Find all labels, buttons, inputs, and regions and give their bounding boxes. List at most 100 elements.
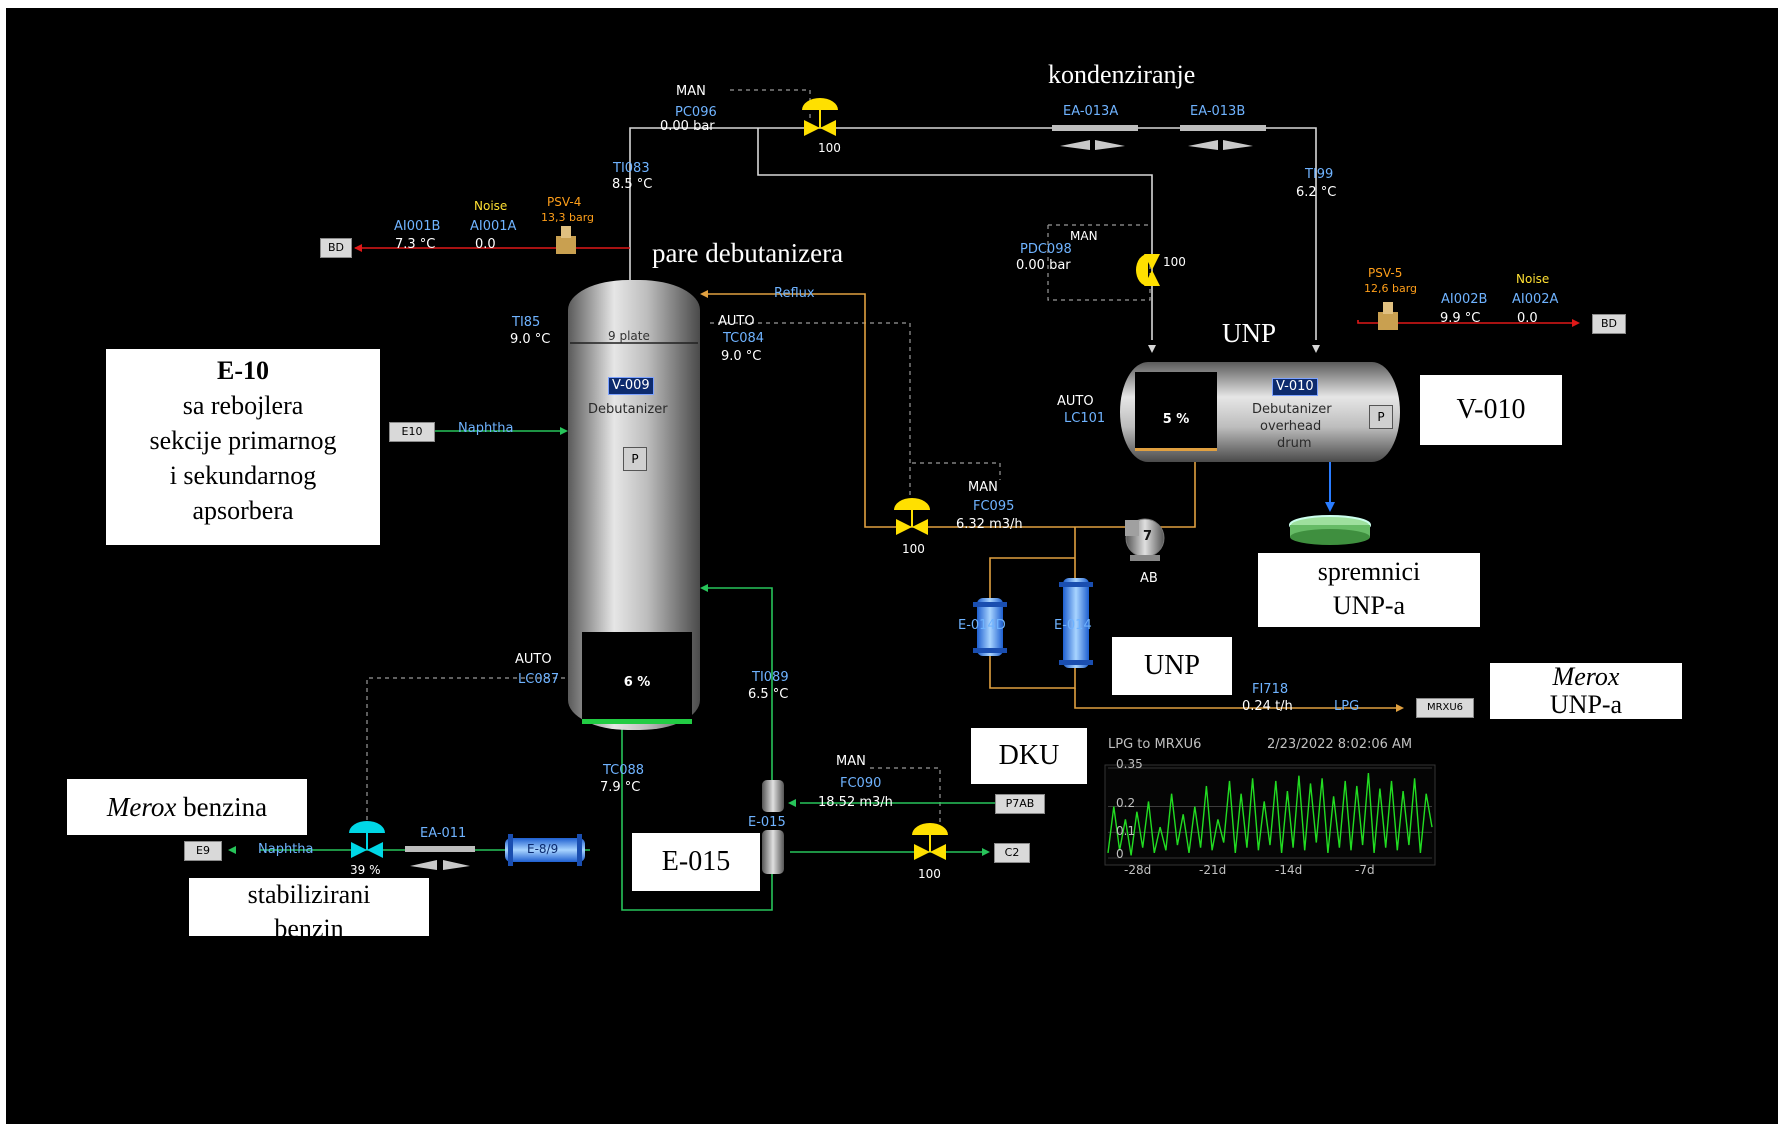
fi718-tag[interactable]: FI718: [1252, 682, 1289, 697]
ai001a-noise: Noise: [474, 199, 508, 213]
tc088-value: 7.9 °C: [600, 780, 641, 795]
ea013b-label[interactable]: EA-013B: [1190, 104, 1246, 119]
e014d-label[interactable]: E-014D: [958, 618, 1006, 633]
dku-annotation: DKU: [998, 740, 1060, 771]
lpg-label: LPG: [1334, 699, 1360, 714]
drum-name-line2: overhead: [1260, 419, 1322, 434]
psv4-tag[interactable]: PSV-4: [547, 195, 582, 209]
ti089-tag[interactable]: TI089: [752, 670, 789, 685]
e89-label[interactable]: E-8/9: [527, 842, 559, 856]
e9-endpoint[interactable]: E9: [184, 841, 222, 861]
ai002b-tag[interactable]: AI002B: [1441, 292, 1488, 307]
trend-ytick-1: 0.2: [1116, 796, 1136, 810]
ai001a-tag[interactable]: AI001A: [470, 219, 517, 234]
v010-tag[interactable]: V-010: [1272, 378, 1318, 396]
fc090-tag[interactable]: FC090: [840, 776, 882, 791]
unp-mid-annotation: UNP: [1143, 650, 1200, 681]
debutanizer-p-button[interactable]: P: [623, 447, 647, 471]
psv5-tag[interactable]: PSV-5: [1368, 266, 1403, 280]
lc087-mode: AUTO: [515, 652, 552, 667]
bd-right-endpoint[interactable]: BD: [1592, 314, 1626, 334]
tc088-tag[interactable]: TC088: [603, 763, 645, 778]
fi718-value: 0.24 t/h: [1242, 699, 1293, 714]
pc096-value: 0.00 bar: [660, 119, 715, 134]
bottoms-naphtha-label: Naphtha: [258, 842, 314, 857]
merox-benzina-rest: benzina: [176, 792, 268, 822]
v010-annotation-box: V-010: [1420, 375, 1562, 445]
exchanger-e89: [505, 834, 585, 866]
ai001b-tag[interactable]: AI001B: [394, 219, 441, 234]
e014-label[interactable]: E-014: [1054, 618, 1092, 633]
spremnici-line2: UNP-a: [1332, 591, 1406, 620]
debutanizer-level: 6 %: [582, 675, 692, 690]
hmi-screen: [6, 8, 1778, 1124]
ea011-label[interactable]: EA-011: [420, 826, 467, 841]
c2-endpoint[interactable]: C2: [994, 843, 1030, 863]
valve-pdc098[interactable]: [1136, 254, 1160, 286]
valve-pc096[interactable]: [802, 98, 838, 136]
mrxu6-endpoint[interactable]: MRXU6: [1416, 698, 1474, 718]
e015-label[interactable]: E-015: [748, 815, 786, 830]
overhead-drum: [1120, 362, 1400, 462]
unp-top-label: UNP: [1222, 318, 1277, 348]
fc095-value: 6.32 m3/h: [956, 517, 1023, 532]
tc084-tag[interactable]: TC084: [723, 331, 765, 346]
debutanizer-name: Debutanizer: [588, 402, 668, 417]
psv-5-valve[interactable]: [1378, 302, 1398, 330]
ai002a-tag[interactable]: AI002A: [1512, 292, 1559, 307]
trend-xtick-3: -7d: [1355, 863, 1375, 877]
p7ab-endpoint[interactable]: P7AB: [995, 794, 1045, 814]
ti99-tag[interactable]: TI99: [1305, 167, 1334, 182]
valve-lc087[interactable]: [349, 821, 385, 858]
e10-line3: i sekundarnog: [169, 461, 317, 490]
lc101-tag[interactable]: LC101: [1064, 411, 1106, 426]
ti083-tag[interactable]: TI083: [613, 161, 650, 176]
air-cooler-ea011: [405, 846, 475, 870]
lc087-tag[interactable]: LC087: [518, 672, 560, 687]
stabilizirani-annotation-box: stabilizirani benzin: [189, 878, 429, 943]
ti99-value: 6.2 °C: [1296, 185, 1337, 200]
exchanger-e015: [762, 780, 784, 874]
reflux-line: [705, 293, 1400, 709]
fc090-value: 18.52 m3/h: [818, 795, 893, 810]
pdc098-valve-output: 100: [1163, 255, 1186, 269]
psv5-set: 12,6 barg: [1364, 282, 1418, 295]
ea013a-label[interactable]: EA-013A: [1063, 104, 1119, 119]
pump-label: AB: [1140, 571, 1158, 586]
unp-storage-tank: [1289, 515, 1371, 545]
pdc098-mode: MAN: [1070, 229, 1098, 243]
trend-title: LPG to MRXU6: [1108, 737, 1202, 752]
ti85-tag[interactable]: TI85: [512, 315, 541, 330]
unp-mid-annotation-box: UNP: [1112, 637, 1232, 695]
ai002b-value: 9.9 °C: [1440, 311, 1481, 326]
pc096-tag[interactable]: PC096: [675, 105, 717, 120]
ti089-value: 6.5 °C: [748, 687, 789, 702]
fc090-valve-output: 100: [918, 867, 941, 881]
e10-endpoint[interactable]: E10: [389, 422, 435, 442]
air-cooler-ea013a: [1052, 125, 1138, 150]
e015-annotation-box: E-015: [632, 833, 760, 891]
fc095-tag[interactable]: FC095: [973, 499, 1015, 514]
merox-benzina-annotation-box: Merox benzina: [67, 779, 307, 835]
e015-annotation: E-015: [661, 846, 731, 877]
v009-tag[interactable]: V-009: [608, 377, 654, 395]
trend-series-line: [1107, 773, 1433, 856]
valve-fc090[interactable]: [912, 823, 948, 860]
e10-line4: apsorbera: [192, 496, 294, 525]
bd-left-endpoint[interactable]: BD: [320, 238, 352, 258]
feed-naphtha-label: Naphtha: [458, 421, 514, 436]
drum-p-button[interactable]: P: [1369, 405, 1393, 429]
psv-4-valve[interactable]: [556, 226, 576, 254]
v010-annotation: V-010: [1456, 394, 1526, 425]
drum-name-line3: drum: [1277, 436, 1312, 451]
overhead-vapour-line: [629, 127, 1317, 340]
ai001b-value: 7.3 °C: [395, 237, 436, 252]
e10-line2: sekcije primarnog: [149, 426, 337, 455]
fc090-mode: MAN: [836, 754, 866, 769]
ti083-value: 8.5 °C: [612, 177, 653, 192]
spremnici-line1: spremnici: [1317, 557, 1421, 586]
kondenziranje-label: kondenziranje: [1048, 60, 1196, 89]
pdc098-tag[interactable]: PDC098: [1020, 242, 1072, 257]
valve-fc095[interactable]: [894, 498, 930, 535]
